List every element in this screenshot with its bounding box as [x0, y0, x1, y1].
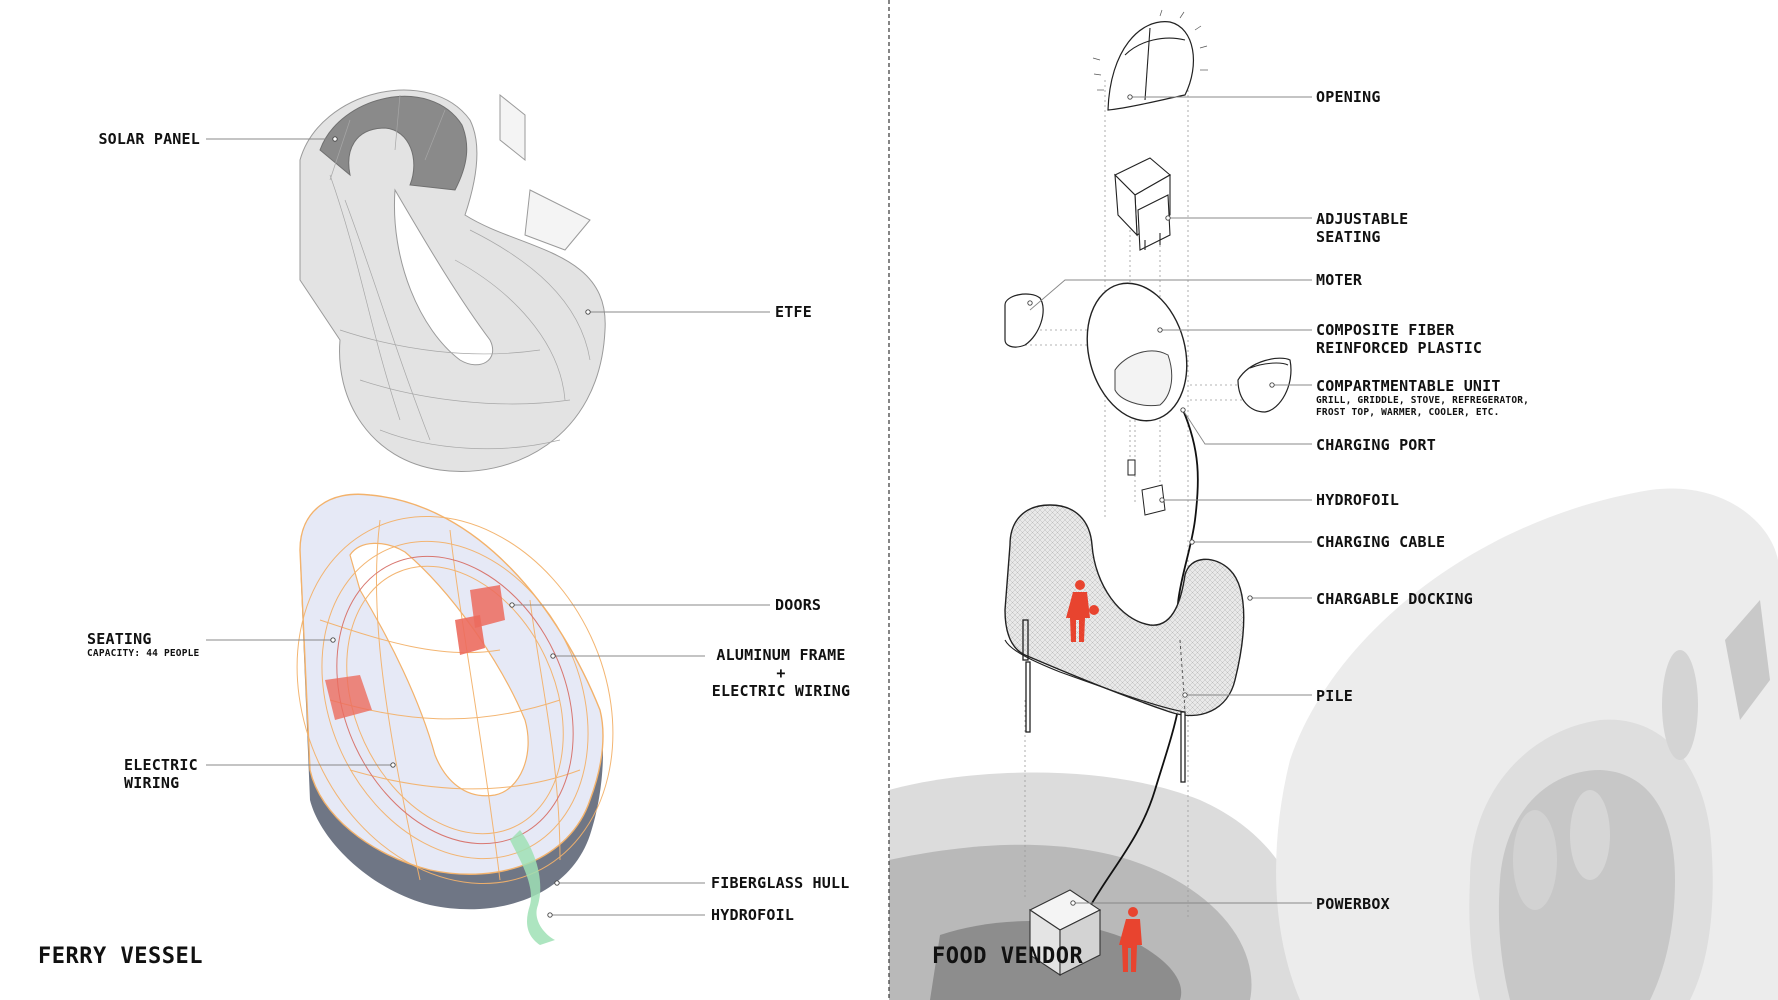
composite-fiber-shell [1086, 282, 1188, 422]
hydrofoil-parts [1127, 459, 1166, 516]
hydrofoil-green [510, 830, 555, 945]
label-compartmentable-unit-sub-1: GRILL, GRIDDLE, STOVE, REFREGERATOR, [1316, 395, 1530, 406]
label-moter: MOTER [1316, 271, 1363, 289]
label-aluminum-frame-line-1: ALUMINUM FRAME [716, 646, 846, 664]
label-charging-port: CHARGING PORT [1316, 436, 1436, 454]
label-electric-wiring-line-1: ELECTRIC [124, 756, 198, 774]
piles [1022, 619, 1186, 783]
etfe-roof-shell [299, 89, 606, 472]
ferry-hull-frame [296, 493, 614, 945]
label-hydrofoil-left: HYDROFOIL [711, 906, 795, 924]
label-composite-fiber-line-2: REINFORCED PLASTIC [1316, 339, 1483, 357]
right-leader-lines [1029, 96, 1312, 904]
label-seating: SEATING CAPACITY: 44 PEOPLE [87, 630, 199, 660]
compartment-unit [1237, 357, 1292, 413]
chargable-docking [1004, 504, 1245, 721]
adjustable-seating [1114, 157, 1171, 251]
label-aluminum-frame-line-3: ELECTRIC WIRING [711, 682, 851, 700]
label-powerbox: POWERBOX [1316, 895, 1390, 913]
label-seating-capacity: CAPACITY: 44 PEOPLE [87, 648, 200, 659]
label-compartmentable-unit-sub-2: FROST TOP, WARMER, COOLER, ETC. [1316, 407, 1500, 418]
label-composite-fiber: COMPOSITE FIBER REINFORCED PLASTIC [1316, 321, 1482, 357]
left-leader-lines [206, 138, 770, 916]
label-pile: PILE [1316, 687, 1353, 705]
label-adjustable-seating-line-2: SEATING [1316, 228, 1381, 246]
label-electric-wiring-line-2: WIRING [124, 774, 180, 792]
label-fiberglass-hull: FIBERGLASS HULL [711, 874, 850, 892]
opening-hood [1092, 9, 1208, 111]
label-adjustable-seating: ADJUSTABLE SEATING [1316, 210, 1408, 246]
label-aluminum-frame: ALUMINUM FRAME + ELECTRIC WIRING [706, 646, 856, 700]
label-compartmentable-unit: COMPARTMENTABLE UNIT GRILL, GRIDDLE, STO… [1316, 377, 1529, 419]
label-charging-cable: CHARGING CABLE [1316, 533, 1446, 551]
label-electric-wiring: ELECTRIC WIRING [124, 756, 198, 792]
label-adjustable-seating-line-1: ADJUSTABLE [1316, 210, 1409, 228]
background-render [1276, 488, 1778, 1000]
person-figure-2 [1119, 907, 1142, 972]
label-aluminum-frame-line-2: + [776, 664, 786, 682]
door-3 [325, 675, 372, 720]
label-doors: DOORS [775, 596, 822, 614]
title-food-vendor: FOOD VENDOR [932, 944, 1084, 969]
moter-unit [1004, 293, 1044, 348]
label-seating-title: SEATING [87, 630, 152, 648]
left-leader-dots [330, 136, 591, 918]
right-leader-dots [1027, 94, 1275, 906]
powerbox [1028, 889, 1102, 977]
label-opening: OPENING [1316, 88, 1381, 106]
label-solar-panel: SOLAR PANEL [98, 130, 200, 148]
label-etfe: ETFE [775, 303, 812, 321]
door-2 [455, 615, 485, 655]
person-figure-1 [1066, 580, 1099, 642]
label-chargable-docking: CHARGABLE DOCKING [1316, 590, 1473, 608]
label-composite-fiber-line-1: COMPOSITE FIBER [1316, 321, 1455, 339]
title-ferry-vessel: FERRY VESSEL [38, 944, 203, 969]
label-compartmentable-unit-title: COMPARTMENTABLE UNIT [1316, 377, 1501, 395]
label-hydrofoil-right: HYDROFOIL [1316, 491, 1400, 509]
